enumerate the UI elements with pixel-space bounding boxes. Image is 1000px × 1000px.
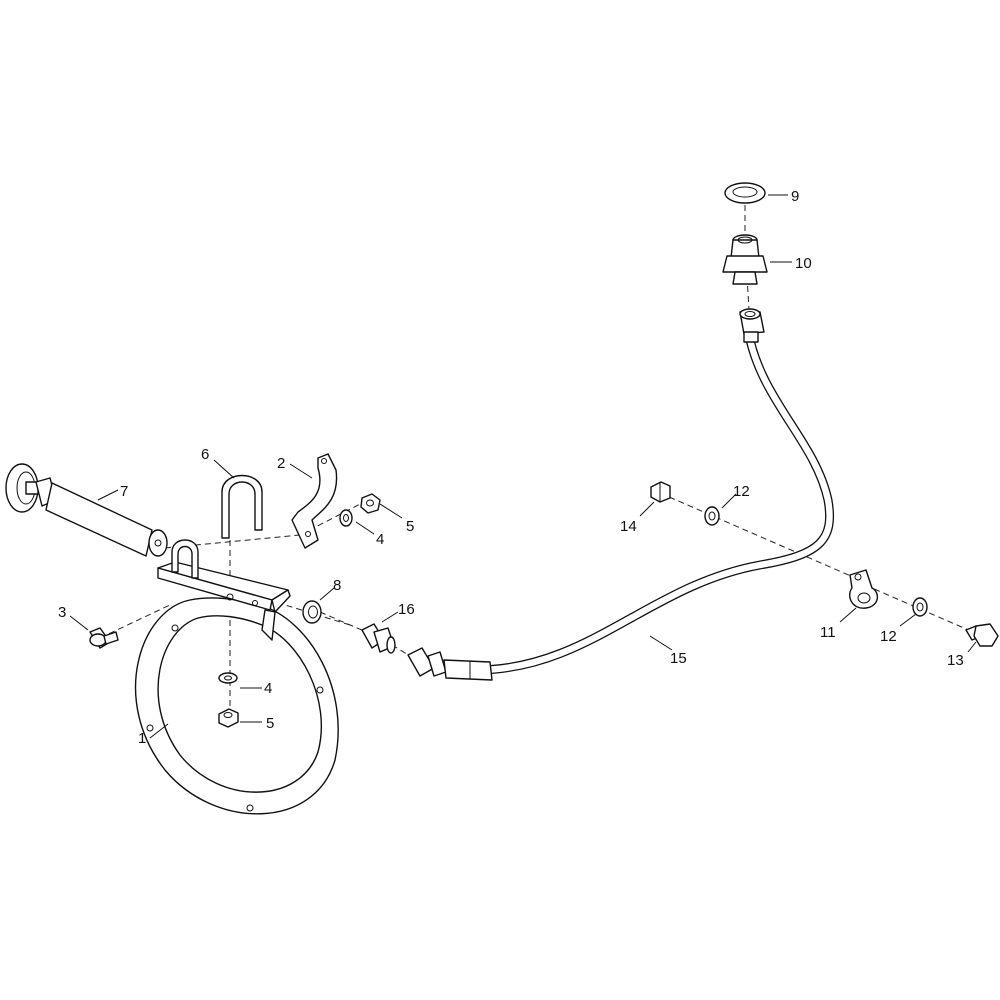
washer-right-upper (704, 506, 720, 526)
callout-14: 14 (620, 518, 637, 535)
bulkhead-fitting (722, 234, 768, 285)
callout-8: 8 (333, 577, 341, 594)
nut-lower (218, 708, 239, 728)
callout-3: 3 (58, 604, 66, 621)
o-ring-seal (302, 600, 322, 624)
washer-upper (339, 509, 353, 527)
strap-clamp (291, 453, 338, 549)
callout-4a: 4 (376, 531, 384, 548)
callout-11: 11 (820, 624, 836, 641)
callout-15: 15 (670, 650, 687, 667)
flange-bolt (89, 627, 119, 649)
callout-9: 9 (791, 188, 799, 205)
p-clamp (848, 569, 879, 609)
callout-7: 7 (120, 483, 128, 500)
adapter-fitting (361, 623, 396, 654)
callout-1: 1 (138, 730, 146, 747)
mounting-ring-bracket (134, 539, 339, 815)
callout-12b: 12 (880, 628, 897, 645)
hydraulic-cylinder (5, 463, 168, 557)
hex-bolt (965, 623, 999, 647)
callout-6: 6 (201, 446, 209, 463)
callout-5a: 5 (406, 518, 414, 535)
leader-lines (69, 194, 977, 739)
hex-nut-right (650, 481, 671, 503)
assembly-lines (99, 205, 981, 730)
hydraulic-hose (407, 308, 835, 681)
callout-12a: 12 (733, 483, 750, 500)
callout-10: 10 (795, 255, 812, 272)
washer-lower (218, 672, 238, 684)
callout-16: 16 (398, 601, 415, 618)
callout-5b: 5 (266, 715, 274, 732)
washer-right-lower (912, 597, 928, 617)
callout-4b: 4 (264, 680, 272, 697)
callout-labels: 1 2 3 4 4 5 5 6 7 8 9 10 11 12 12 13 14 … (58, 188, 964, 747)
u-bolt (221, 474, 263, 539)
callout-2: 2 (277, 455, 285, 472)
callout-13: 13 (947, 652, 964, 669)
seal-washer (724, 182, 766, 204)
nut-upper (360, 493, 381, 514)
